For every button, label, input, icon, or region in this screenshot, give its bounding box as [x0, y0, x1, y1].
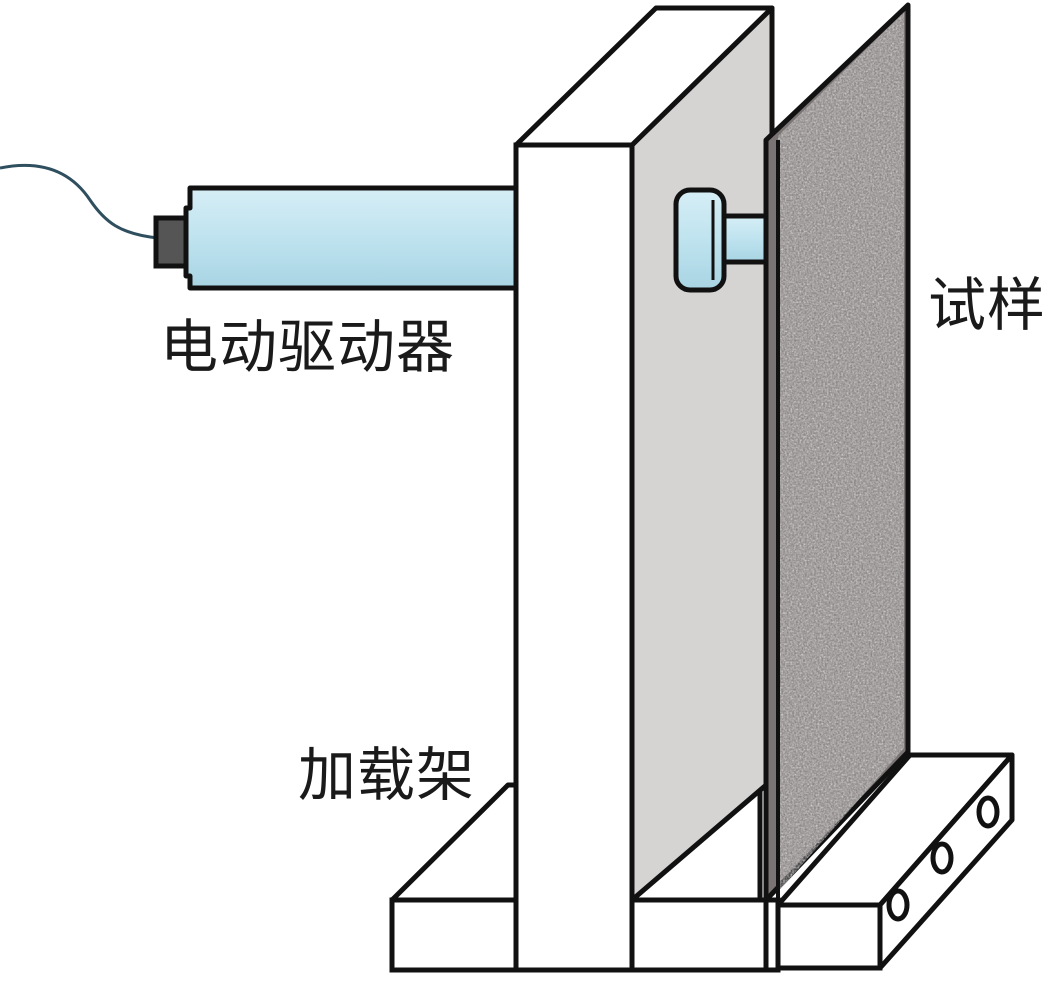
base-hole-icon: [886, 888, 910, 922]
electric-actuator-icon: [0, 163, 519, 291]
base-hole-icon: [976, 795, 1000, 829]
actuator-label: 电动驱动器: [160, 313, 456, 381]
loading-frame-label: 加载架: [298, 741, 476, 809]
load-head-icon: [673, 187, 769, 293]
base-hole-icon: [930, 841, 954, 875]
granite-specimen-icon: [763, 2, 911, 970]
specimen-label: 试样: [928, 271, 1047, 339]
cable-icon: [0, 163, 159, 240]
specimen-base: [775, 752, 1015, 971]
